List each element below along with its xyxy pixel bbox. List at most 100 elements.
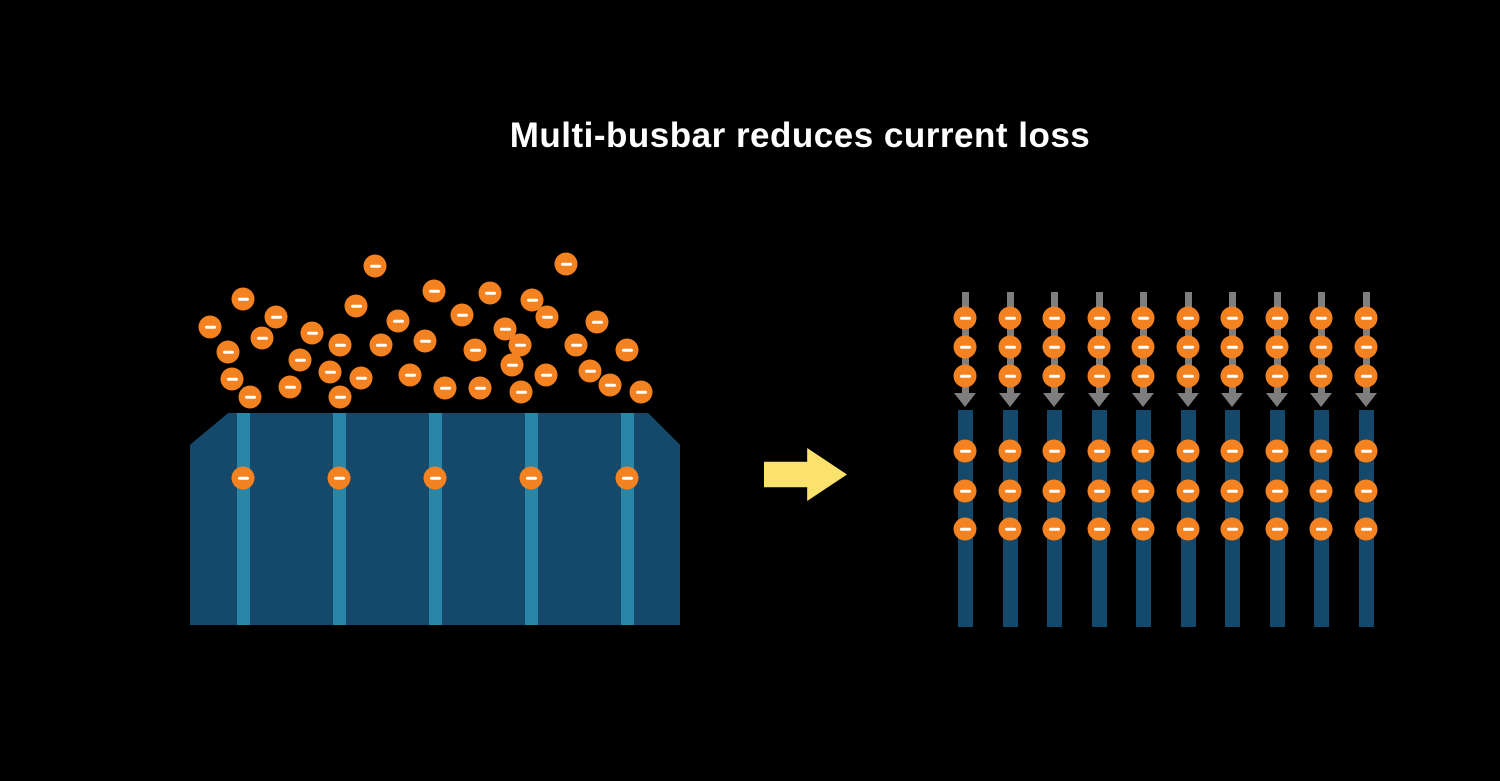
collected-electron-icon — [998, 479, 1022, 503]
free-electron-icon — [238, 385, 262, 409]
busbar-stripe — [236, 413, 250, 625]
incoming-electron-icon — [1176, 306, 1200, 330]
free-electron-icon — [534, 363, 558, 387]
transition-right-arrow-icon — [764, 448, 847, 501]
incoming-electron-icon — [998, 306, 1022, 330]
free-electron-icon — [493, 317, 517, 341]
current-arrowhead-icon — [1266, 393, 1288, 407]
collected-electron-icon — [1176, 479, 1200, 503]
current-arrowhead-icon — [999, 393, 1021, 407]
current-arrowhead-icon — [1310, 393, 1332, 407]
current-arrowhead-icon — [1177, 393, 1199, 407]
incoming-electron-icon — [1265, 306, 1289, 330]
incoming-electron-icon — [1309, 335, 1333, 359]
collected-electron-icon — [1309, 517, 1333, 541]
free-electron-icon — [386, 309, 410, 333]
incoming-electron-icon — [1087, 335, 1111, 359]
busbar-electron-icon — [615, 466, 639, 490]
free-electron-icon — [413, 329, 437, 353]
free-electron-icon — [508, 333, 532, 357]
incoming-electron-icon — [1176, 335, 1200, 359]
free-electron-icon — [520, 288, 544, 312]
free-electron-icon — [500, 353, 524, 377]
free-electron-icon — [278, 375, 302, 399]
collected-electron-icon — [1176, 439, 1200, 463]
page-title: Multi-busbar reduces current loss — [509, 116, 1091, 155]
busbar-stripe — [524, 413, 538, 625]
busbar-stripe — [332, 413, 346, 625]
incoming-electron-icon — [1042, 364, 1066, 388]
collected-electron-icon — [1176, 517, 1200, 541]
collected-electron-icon — [998, 517, 1022, 541]
collected-electron-icon — [953, 479, 977, 503]
free-electron-icon — [509, 380, 533, 404]
incoming-electron-icon — [998, 335, 1022, 359]
current-arrowhead-icon — [954, 393, 976, 407]
collected-electron-icon — [1220, 517, 1244, 541]
collected-electron-icon — [1042, 479, 1066, 503]
free-electron-icon — [463, 338, 487, 362]
collected-electron-icon — [1220, 439, 1244, 463]
collected-electron-icon — [1309, 439, 1333, 463]
incoming-electron-icon — [953, 335, 977, 359]
collected-electron-icon — [1265, 479, 1289, 503]
busbar-electron-icon — [327, 466, 351, 490]
busbar-electron-icon — [423, 466, 447, 490]
incoming-electron-icon — [953, 306, 977, 330]
free-electron-icon — [369, 333, 393, 357]
free-electron-icon — [250, 326, 274, 350]
incoming-electron-icon — [1265, 364, 1289, 388]
incoming-electron-icon — [1354, 306, 1378, 330]
free-electron-icon — [264, 305, 288, 329]
current-arrowhead-icon — [1043, 393, 1065, 407]
free-electron-icon — [363, 254, 387, 278]
incoming-electron-icon — [1220, 306, 1244, 330]
collected-electron-icon — [998, 439, 1022, 463]
collected-electron-icon — [1131, 439, 1155, 463]
free-electron-icon — [328, 333, 352, 357]
current-arrowhead-icon — [1088, 393, 1110, 407]
free-electron-icon — [578, 359, 602, 383]
free-electron-icon — [450, 303, 474, 327]
free-electron-icon — [478, 281, 502, 305]
free-electron-icon — [349, 366, 373, 390]
incoming-electron-icon — [1042, 306, 1066, 330]
collected-electron-icon — [1131, 479, 1155, 503]
collected-electron-icon — [1354, 439, 1378, 463]
incoming-electron-icon — [1087, 364, 1111, 388]
free-electron-icon — [328, 385, 352, 409]
collected-electron-icon — [1087, 439, 1111, 463]
collected-electron-icon — [1354, 517, 1378, 541]
free-electron-icon — [318, 360, 342, 384]
free-electron-icon — [433, 376, 457, 400]
collected-electron-icon — [1042, 517, 1066, 541]
free-electron-icon — [564, 333, 588, 357]
incoming-electron-icon — [1354, 335, 1378, 359]
collected-electron-icon — [953, 439, 977, 463]
solar-cell-body — [190, 413, 680, 625]
free-electron-icon — [288, 348, 312, 372]
incoming-electron-icon — [998, 364, 1022, 388]
incoming-electron-icon — [953, 364, 977, 388]
busbar-electron-icon — [519, 466, 543, 490]
busbar-stripe — [428, 413, 442, 625]
collected-electron-icon — [1220, 479, 1244, 503]
incoming-electron-icon — [1131, 306, 1155, 330]
incoming-electron-icon — [1131, 364, 1155, 388]
collected-electron-icon — [953, 517, 977, 541]
busbar-stripe — [620, 413, 634, 625]
collected-electron-icon — [1265, 517, 1289, 541]
free-electron-icon — [220, 367, 244, 391]
current-arrowhead-icon — [1355, 393, 1377, 407]
collected-electron-icon — [1042, 439, 1066, 463]
incoming-electron-icon — [1087, 306, 1111, 330]
incoming-electron-icon — [1265, 335, 1289, 359]
free-electron-icon — [598, 373, 622, 397]
incoming-electron-icon — [1131, 335, 1155, 359]
incoming-electron-icon — [1176, 364, 1200, 388]
incoming-electron-icon — [1220, 364, 1244, 388]
incoming-electron-icon — [1354, 364, 1378, 388]
free-electron-icon — [216, 340, 240, 364]
collected-electron-icon — [1087, 517, 1111, 541]
